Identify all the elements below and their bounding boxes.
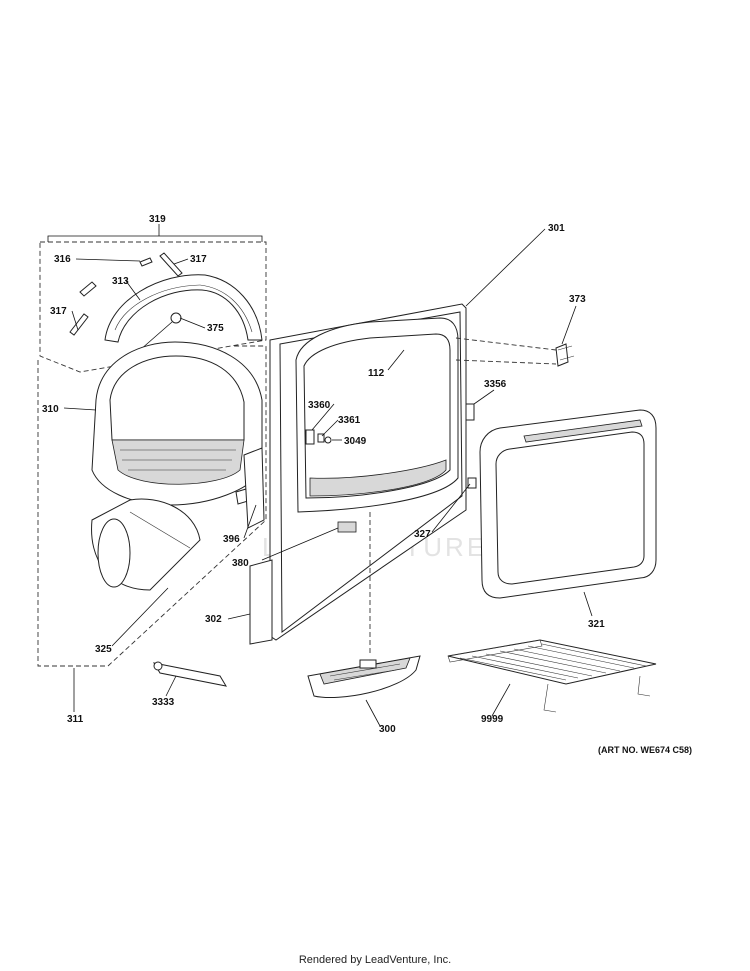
callout-325[interactable]: 325 [95, 644, 112, 655]
bracket-319 [47, 235, 263, 242]
part-9999-drying-rack[interactable] [447, 639, 657, 713]
part-325-duct[interactable] [91, 498, 201, 591]
part-310-front-bulkhead[interactable] [91, 341, 263, 506]
callout-321[interactable]: 321 [588, 619, 605, 630]
assembly-311-outline [37, 345, 267, 667]
part-300-lint-filter[interactable] [307, 655, 421, 699]
callout-373[interactable]: 373 [569, 294, 586, 305]
callout-3356[interactable]: 3356 [484, 379, 507, 390]
callout-9999[interactable]: 9999 [481, 714, 504, 725]
callout-labels: 319 316 317 313 317 375 310 396 325 311 … [42, 214, 605, 735]
part-313-front-ring[interactable] [104, 274, 263, 343]
part-3360-latch[interactable] [305, 429, 315, 445]
callout-319[interactable]: 319 [149, 214, 166, 225]
part-317-strip-a[interactable] [159, 252, 183, 277]
callout-302[interactable]: 302 [205, 614, 222, 625]
part-3049-screw[interactable] [324, 436, 332, 444]
part-380-switch[interactable] [337, 521, 357, 533]
part-373-hinge-plate[interactable] [555, 343, 575, 367]
part-3361-latch-spring[interactable] [317, 433, 325, 443]
footer-credit: Rendered by LeadVenture, Inc. [298, 954, 452, 966]
alignment-lines [369, 337, 557, 655]
part-3333-element[interactable] [152, 661, 228, 687]
callout-301[interactable]: 301 [548, 223, 565, 234]
art-number: (ART NO. WE674 C58) [598, 745, 692, 755]
callout-3333[interactable]: 3333 [152, 697, 175, 708]
callout-300[interactable]: 300 [379, 724, 396, 735]
callout-375[interactable]: 375 [207, 323, 224, 334]
callout-380[interactable]: 380 [232, 558, 249, 569]
part-301-front-panel[interactable] [269, 303, 467, 641]
part-321-door[interactable] [479, 409, 657, 599]
part-3356-hinge[interactable] [465, 403, 475, 421]
callout-316[interactable]: 316 [54, 254, 71, 265]
callout-3361[interactable]: 3361 [338, 415, 361, 426]
part-327-door-latch[interactable] [467, 477, 477, 489]
callout-317-left[interactable]: 317 [50, 306, 67, 317]
callout-3360[interactable]: 3360 [308, 400, 331, 411]
callout-310[interactable]: 310 [42, 404, 59, 415]
part-316-clip[interactable] [79, 257, 153, 297]
callout-317-right[interactable]: 317 [190, 254, 207, 265]
callout-112[interactable]: 112 [368, 368, 385, 379]
callout-313[interactable]: 313 [112, 276, 129, 287]
part-396-housing[interactable] [235, 447, 265, 529]
callout-396[interactable]: 396 [223, 534, 240, 545]
callout-327[interactable]: 327 [414, 529, 431, 540]
part-302-lower-panel[interactable] [249, 559, 273, 645]
leader-lines [63, 228, 593, 727]
callout-3049[interactable]: 3049 [344, 436, 367, 447]
part-317-strip-b[interactable] [69, 313, 89, 336]
callout-311[interactable]: 311 [67, 714, 84, 725]
